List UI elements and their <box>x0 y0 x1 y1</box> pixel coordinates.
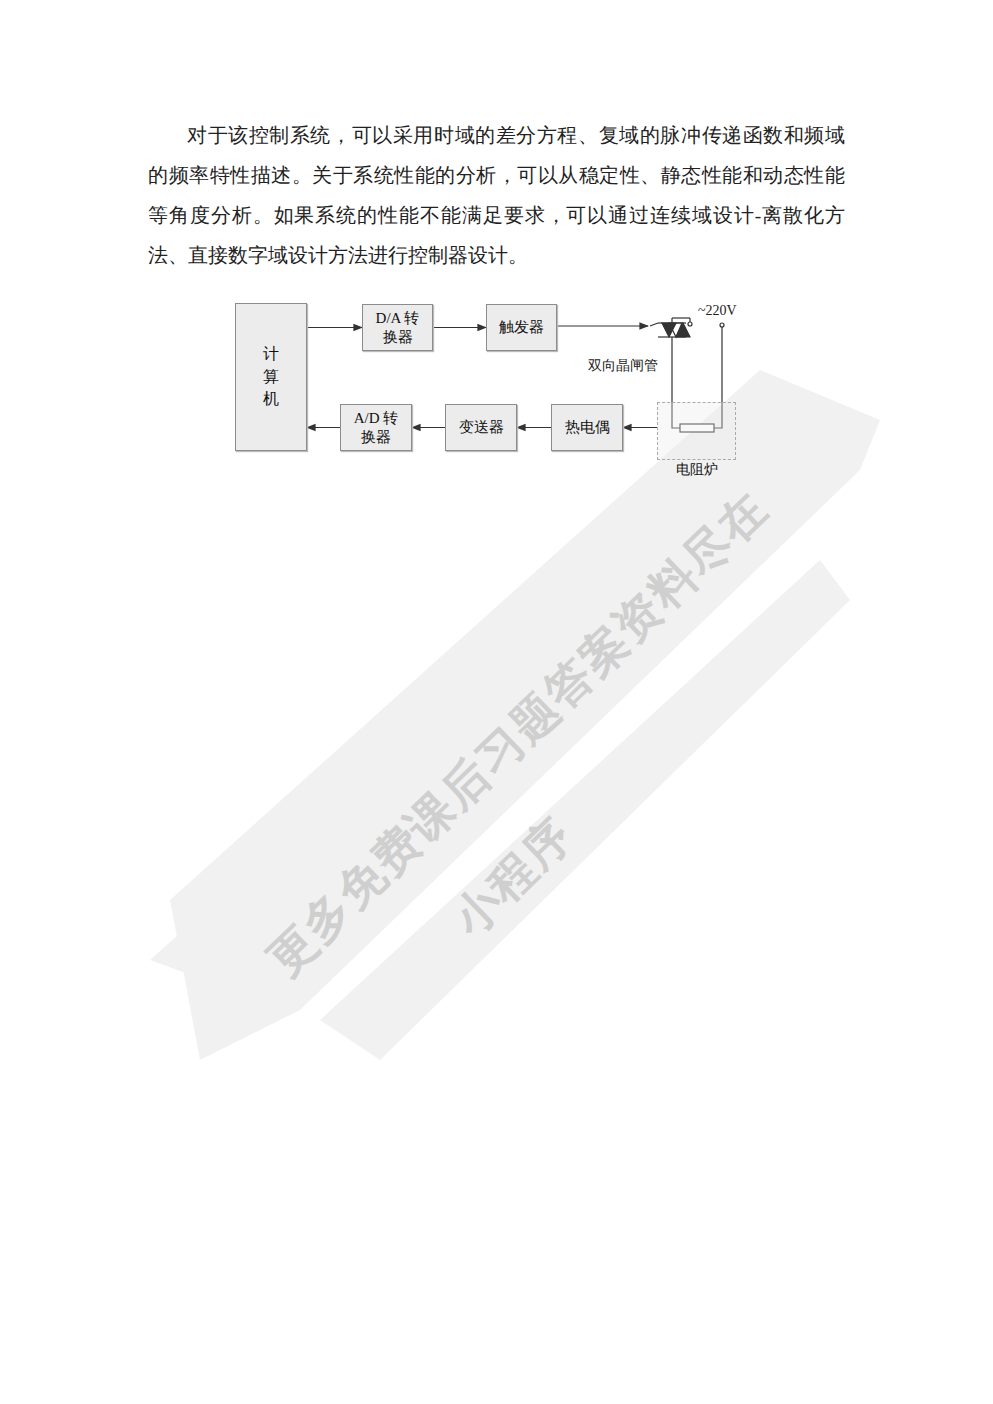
paragraph-text: 对于该控制系统，可以采用时域的差分方程、复域的脉冲传递函数和频域的频率特性描述。… <box>148 116 845 276</box>
process-box: A/D 转换器 <box>340 404 412 451</box>
terminal <box>688 322 692 326</box>
process-box: 变送器 <box>445 404 517 451</box>
process-box: 热电偶 <box>551 404 623 451</box>
triac-symbol <box>650 318 690 345</box>
node-text: A/D 转换器 <box>350 409 402 447</box>
terminal <box>720 323 724 327</box>
wire <box>689 318 690 322</box>
node-text: 电阻炉 <box>658 461 735 479</box>
node-text: 计算机 <box>263 343 279 410</box>
furnace-outline: 电阻炉 <box>657 402 736 460</box>
process-box: 计算机 <box>235 303 307 451</box>
component-name: 双向晶闸管 <box>588 357 658 375</box>
node-text: D/A 转换器 <box>372 309 424 347</box>
process-box: 触发器 <box>486 304 557 351</box>
signal-arrow <box>307 327 362 328</box>
signal-arrow <box>433 327 486 328</box>
trigger-wire <box>557 325 648 326</box>
signal-arrow <box>623 427 657 428</box>
node-text: 触发器 <box>499 318 544 337</box>
node-text: 热电偶 <box>565 418 610 437</box>
node-text: 变送器 <box>459 418 504 437</box>
process-box: D/A 转换器 <box>362 304 433 351</box>
signal-arrow <box>517 427 551 428</box>
signal-arrow <box>307 427 340 428</box>
supply-voltage: ~220V <box>698 303 737 319</box>
signal-arrow <box>412 427 445 428</box>
brush-strokes <box>150 370 880 1060</box>
